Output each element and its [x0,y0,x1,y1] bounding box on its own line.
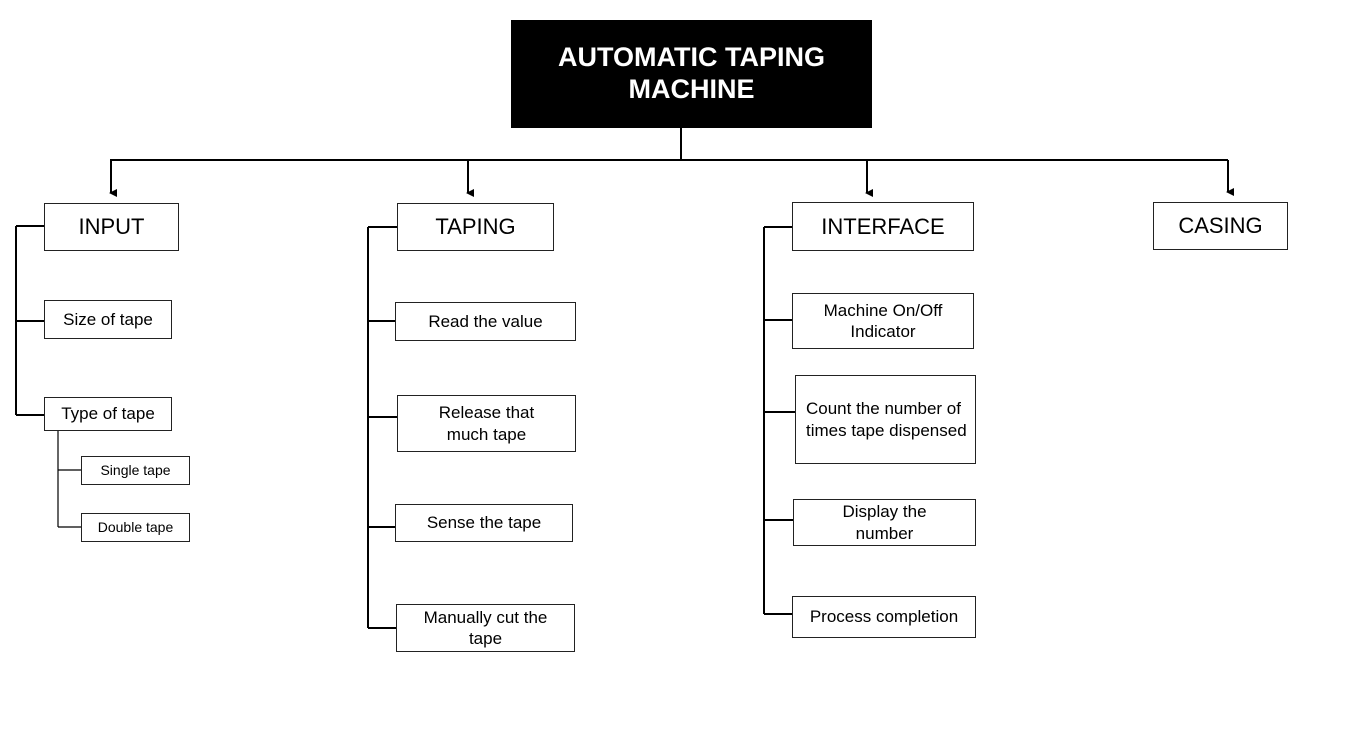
interface-item-count: Count the number of times tape dispensed [795,375,976,464]
interface-item-label: Machine On/Off Indicator [823,300,943,341]
interface-item-display-number: Display the number [793,499,976,546]
category-casing-label: CASING [1178,213,1263,239]
interface-item-on-off-indicator: Machine On/Off Indicator [792,293,974,349]
category-input: INPUT [44,203,179,251]
category-taping-label: TAPING [435,214,516,240]
interface-item-label: Display the number [842,502,927,543]
category-input-label: INPUT [78,214,145,240]
type-item-label: Single tape [100,461,171,478]
taping-item-label: Manually cut the tape [423,607,548,648]
taping-item-label: Read the value [428,311,543,331]
root-title-label: AUTOMATIC TAPING MACHINE [558,42,825,104]
taping-item-manually-cut: Manually cut the tape [396,604,575,652]
interface-item-process-completion: Process completion [792,596,976,638]
category-interface-label: INTERFACE [821,213,945,239]
root-title: AUTOMATIC TAPING MACHINE [511,20,872,128]
taping-item-sense-the-tape: Sense the tape [395,504,573,542]
input-item-label: Type of tape [61,404,155,424]
category-taping: TAPING [397,203,554,251]
category-interface: INTERFACE [792,202,974,251]
type-item-single-tape: Single tape [81,456,190,485]
type-item-label: Double tape [97,518,174,535]
input-item-label: Size of tape [63,309,153,329]
taping-item-read-the-value: Read the value [395,302,576,341]
taping-item-label: Release that much tape [438,403,535,444]
category-casing: CASING [1153,202,1288,250]
taping-item-release-tape: Release that much tape [397,395,576,452]
interface-item-label: Count the number of times tape dispensed [806,399,967,440]
type-item-double-tape: Double tape [81,513,190,542]
input-item-type-of-tape: Type of tape [44,397,172,431]
taping-item-label: Sense the tape [426,513,542,533]
input-item-size-of-tape: Size of tape [44,300,172,339]
interface-item-label: Process completion [809,607,959,627]
